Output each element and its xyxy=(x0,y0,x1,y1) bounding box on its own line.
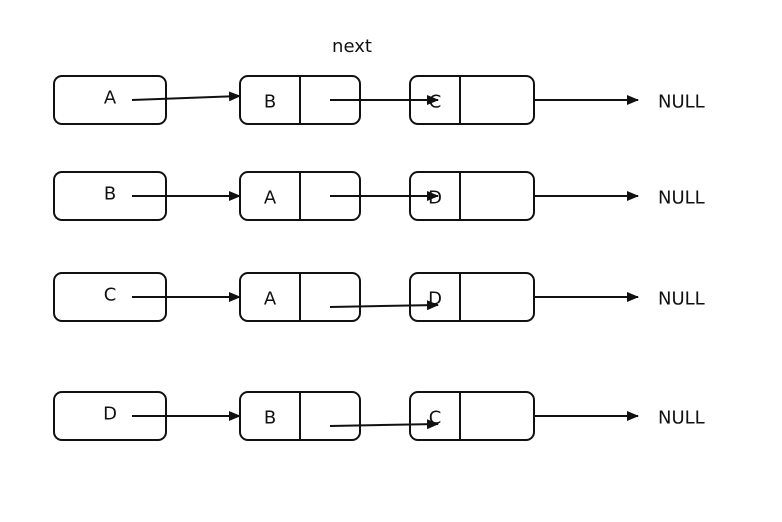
list-node-label: C xyxy=(429,408,442,429)
list-node-label: D xyxy=(428,289,442,310)
null-terminator-label: NULL xyxy=(658,92,705,113)
list-node-label: D xyxy=(428,188,442,209)
list-node-label: B xyxy=(264,408,276,429)
list-node-label: C xyxy=(429,92,442,113)
list-node-label: A xyxy=(264,188,277,209)
list-row xyxy=(53,391,639,441)
head-vertex-label: A xyxy=(104,88,117,109)
next-pointer-arrow xyxy=(329,419,439,430)
null-terminator-label: NULL xyxy=(658,289,705,310)
list-row xyxy=(53,75,639,125)
next-pointer-arrow xyxy=(329,300,439,311)
next-caption: next xyxy=(332,36,372,57)
null-terminator-label: NULL xyxy=(658,408,705,429)
head-to-node-arrow xyxy=(131,91,241,102)
list-row xyxy=(53,272,639,322)
list-node-label: A xyxy=(264,289,277,310)
head-vertex-label: B xyxy=(104,184,116,205)
null-terminator-label: NULL xyxy=(658,188,705,209)
list-row xyxy=(53,171,639,221)
head-vertex-label: C xyxy=(104,285,117,306)
list-node-label: B xyxy=(264,92,276,113)
head-vertex-label: D xyxy=(103,404,117,425)
head-vertex-box xyxy=(53,75,167,125)
rows-layer: A B C NULL B A D NULL C A D NULL D B C NULL xyxy=(53,75,705,441)
